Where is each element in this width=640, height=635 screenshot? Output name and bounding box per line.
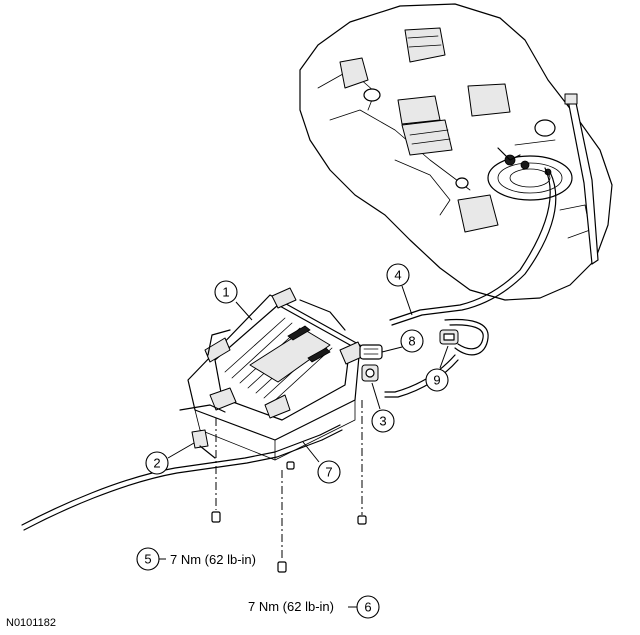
- callout-4: 4: [386, 263, 413, 316]
- svg-text:2: 2: [153, 456, 160, 471]
- connector-9: [439, 329, 459, 345]
- connector-8: [359, 344, 383, 360]
- svg-text:8: 8: [408, 334, 415, 349]
- callout-7: 7: [302, 441, 341, 484]
- fuel-tank: [299, 3, 613, 301]
- filler-pipe: [564, 93, 599, 265]
- callout-8: 8: [381, 329, 424, 353]
- svg-text:1: 1: [222, 285, 229, 300]
- vent-tube-7: [21, 424, 343, 531]
- callout-1: 1: [214, 280, 253, 321]
- callout-3: 3: [371, 382, 395, 433]
- svg-text:5: 5: [144, 552, 151, 567]
- figure-id: N0101182: [6, 617, 56, 629]
- purge-fitting-3: [361, 364, 379, 382]
- callout-6: 7 Nm (62 lb-in) 6: [248, 595, 380, 619]
- bracket-2: [179, 404, 226, 459]
- svg-text:7: 7: [325, 465, 332, 480]
- bolt-rear: [357, 515, 367, 525]
- svg-text:9: 9: [433, 373, 440, 388]
- callout-2: 2: [145, 442, 195, 475]
- svg-text:3: 3: [379, 414, 386, 429]
- guide-lines: [215, 400, 363, 560]
- svg-text:4: 4: [394, 268, 401, 283]
- callout-5: 5 7 Nm (62 lb-in): [136, 547, 256, 571]
- evap-canister-assembly: [187, 287, 365, 461]
- callout-9: 9: [425, 345, 449, 392]
- vapor-tube: [384, 167, 557, 398]
- bolt-5: [211, 511, 221, 523]
- torque-spec-6: 7 Nm (62 lb-in): [248, 599, 334, 614]
- bolt-mid: [286, 461, 295, 470]
- svg-text:6: 6: [364, 600, 371, 615]
- bolt-6: [277, 561, 287, 573]
- torque-spec-5: 7 Nm (62 lb-in): [170, 552, 256, 567]
- fuel-pump-module: [487, 147, 573, 201]
